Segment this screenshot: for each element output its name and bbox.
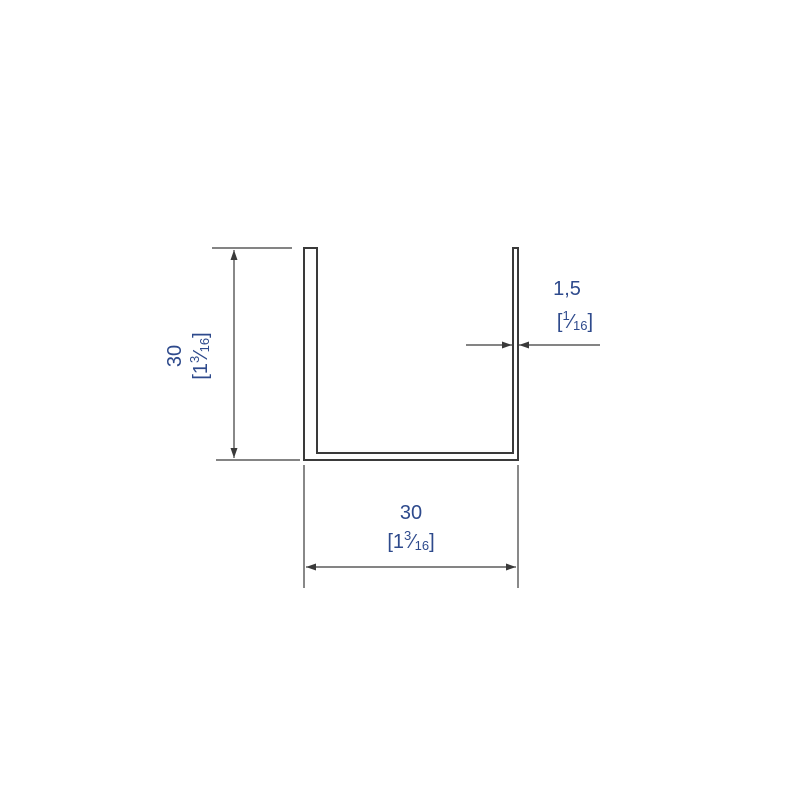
thickness-dimension: 1,5 [1⁄16] bbox=[466, 278, 600, 349]
width-mm-value: 30 bbox=[400, 502, 422, 524]
thickness-inch-value: [1⁄16] bbox=[557, 308, 593, 333]
width-inch-value: [13⁄16] bbox=[387, 528, 434, 553]
height-label: 30 [13⁄16] bbox=[164, 332, 212, 379]
u-channel-profile bbox=[303, 247, 519, 461]
height-dimension: 30 [13⁄16] bbox=[164, 247, 300, 461]
width-dimension: 30 [13⁄16] bbox=[303, 465, 519, 588]
thickness-mm-value: 1,5 bbox=[553, 278, 581, 300]
height-mm-value: 30 bbox=[164, 345, 186, 367]
height-inch-value: [13⁄16] bbox=[187, 332, 212, 379]
